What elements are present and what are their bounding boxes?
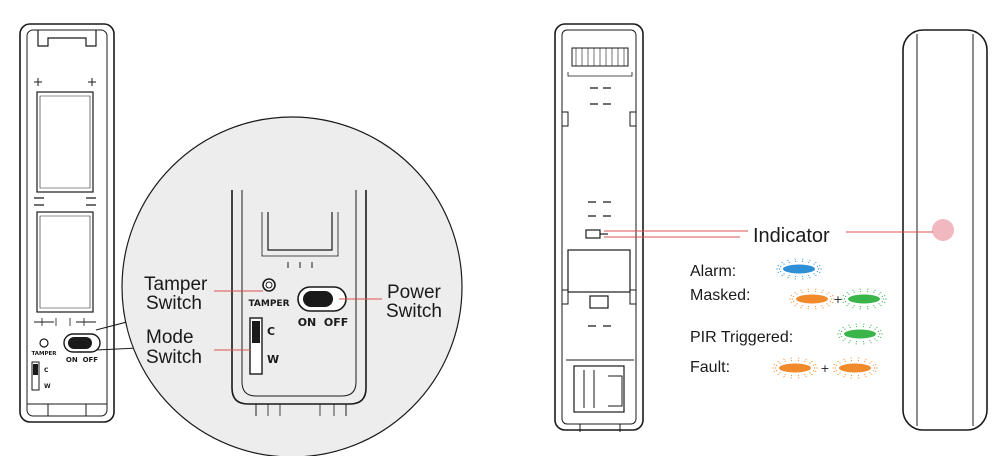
- tamper-switch-label-line2: Switch: [146, 293, 202, 314]
- zoom-w-label: W: [267, 353, 279, 366]
- mode-switch-label-line2: Switch: [146, 347, 202, 368]
- led-state-label: PIR Triggered:: [690, 329, 793, 346]
- power-switch-label-line2: Switch: [386, 301, 442, 322]
- indicator-label: Indicator: [753, 225, 830, 247]
- led-glow-icon: [832, 357, 878, 379]
- zoom-c-label: C: [267, 325, 275, 338]
- led-state-label: Fault:: [690, 359, 730, 376]
- indicator-leaders: [604, 230, 933, 238]
- led-state-label: Masked:: [690, 287, 750, 304]
- indicator-led: [932, 219, 954, 241]
- tamper-switch-label-line1: Tamper: [144, 274, 208, 295]
- led-glow-icon: [772, 357, 818, 379]
- mode-switch-label-line1: Mode: [146, 327, 194, 348]
- led-glow-icon: [841, 288, 887, 310]
- zoom-detail: TAMPER ON OFF C W: [121, 116, 463, 456]
- small-switch-area: TAMPER ON OFF C W: [31, 333, 101, 391]
- device-open-circuit: [554, 23, 644, 432]
- small-c-label: C: [44, 367, 49, 374]
- led-state-label: Alarm:: [690, 263, 736, 280]
- plus-sign: +: [833, 293, 842, 306]
- led-glow-icon: [789, 288, 835, 310]
- device-open-front: [19, 23, 115, 423]
- led-glow-icon: [837, 323, 883, 345]
- small-tamper-label: TAMPER: [31, 351, 57, 357]
- led-glow-icon: [776, 258, 822, 280]
- plus-sign: +: [820, 362, 829, 375]
- led-state-legend: Alarm: Masked: + PIR Triggered: Fault: +: [690, 258, 887, 379]
- callout-leaders: [214, 290, 382, 351]
- device-closed: [902, 29, 988, 431]
- small-onoff-label: ON OFF: [66, 356, 98, 364]
- zoom-onoff-label: ON OFF: [298, 316, 349, 329]
- zoom-tamper-label: TAMPER: [248, 299, 289, 309]
- small-w-label: W: [44, 383, 51, 390]
- power-switch-label-line1: Power: [387, 282, 442, 303]
